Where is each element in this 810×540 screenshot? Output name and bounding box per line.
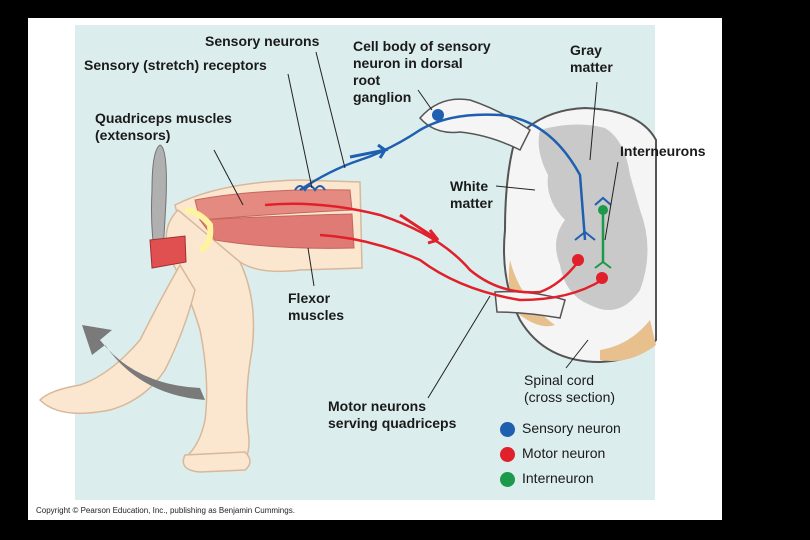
label-interneurons: Interneurons — [620, 143, 706, 159]
label-white-matter: White matter — [450, 178, 493, 211]
label-stretch-receptors: Sensory (stretch) receptors — [84, 57, 267, 73]
label-flexor: Flexor muscles — [288, 290, 345, 323]
label-sensory-neurons: Sensory neurons — [205, 33, 320, 49]
kick-direction-arrow — [82, 325, 205, 400]
label-quadriceps: Quadriceps muscles (extensors) — [95, 110, 232, 143]
label-cell-body: Cell body of sensory neuron in dorsal ro… — [353, 38, 491, 105]
legend-label: Motor neuron — [522, 445, 606, 461]
sensory-legend-dot-icon — [500, 422, 515, 437]
legend-label: Interneuron — [522, 470, 594, 486]
motor-neuron-path — [264, 202, 608, 302]
reflex-hammer — [149, 144, 187, 269]
motor-legend-dot-icon — [500, 447, 515, 462]
leader-lines — [213, 51, 619, 399]
leg-illustration — [38, 179, 363, 473]
label-gray-matter: Gray matter — [570, 42, 613, 75]
legend-label: Sensory neuron — [522, 420, 621, 436]
label-spinal-cord: Spinal cord (cross section) — [524, 372, 616, 405]
copyright-notice: Copyright © Pearson Education, Inc., pub… — [36, 506, 295, 515]
label-motor-neurons: Motor neurons serving quadriceps — [328, 398, 457, 431]
interneuron-path — [594, 205, 612, 269]
sensory-neuron-path — [299, 109, 612, 241]
interneuron-legend-dot-icon — [500, 472, 515, 487]
stretch-receptor — [294, 185, 326, 192]
